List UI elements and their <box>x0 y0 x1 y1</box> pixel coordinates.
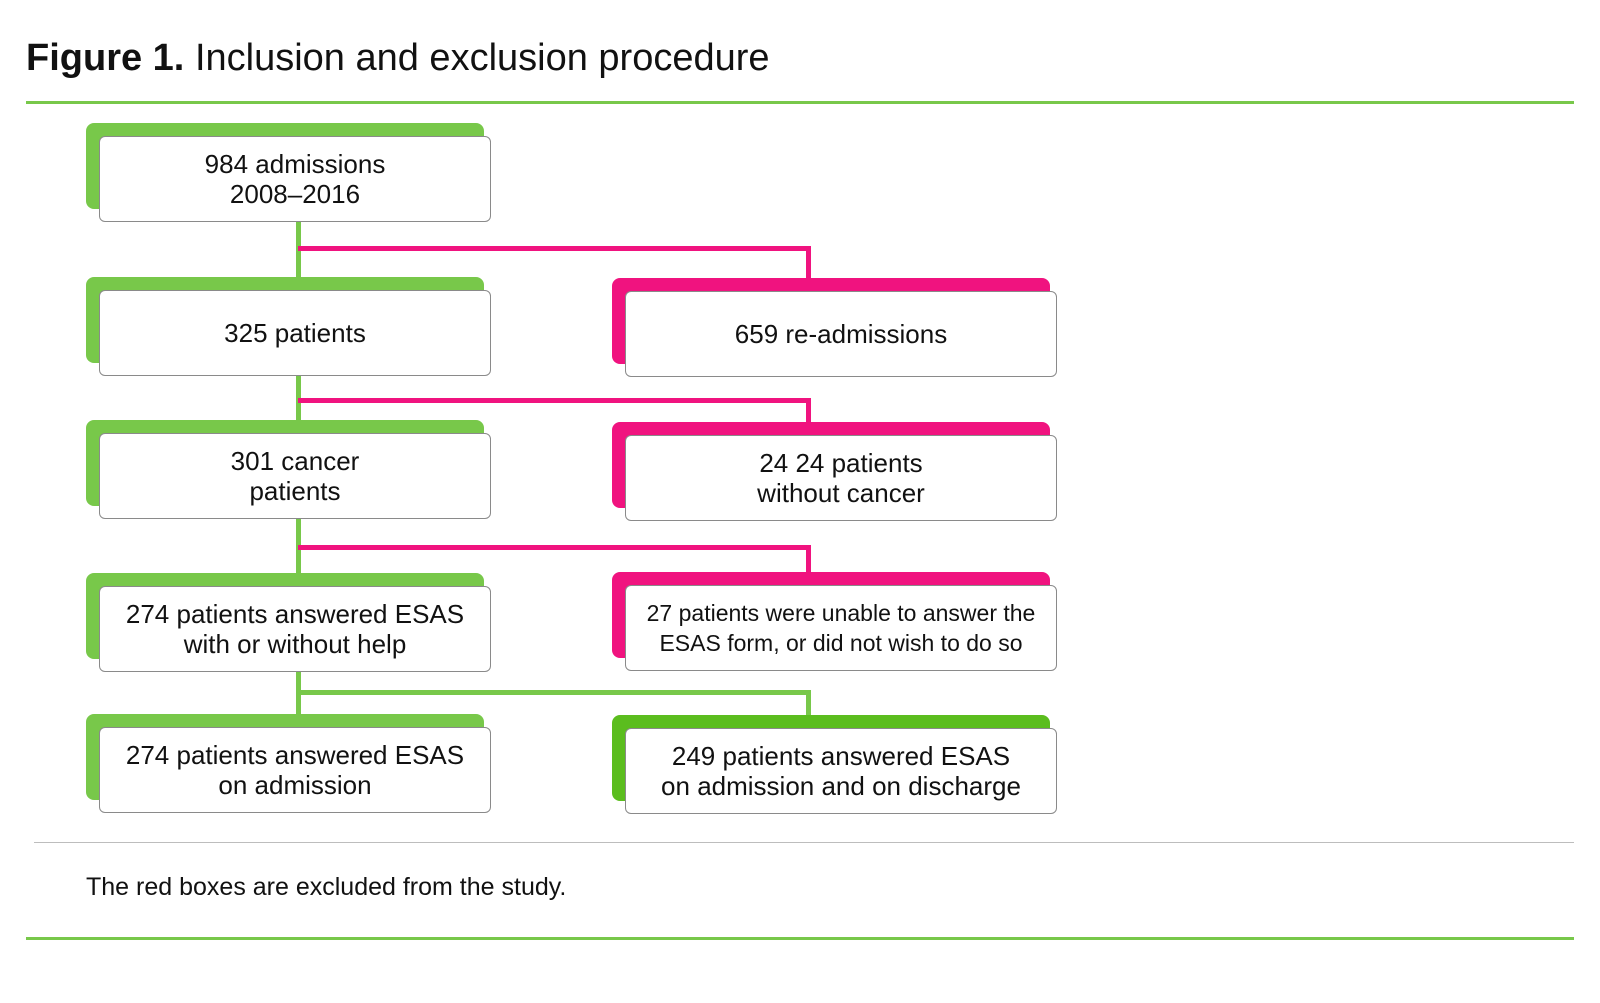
branch-readmissions-h <box>298 246 811 251</box>
box-unable-to-answer-text: 27 patients were unable to answer the ES… <box>646 600 1036 656</box>
branch-discharge-h <box>298 690 811 695</box>
branch-unable-h <box>298 545 811 550</box>
box-admissions-text: 984 admissions 2008–2016 <box>204 149 386 209</box>
box-answered-admission-text: 274 patients answered ESAS on admission <box>125 740 465 800</box>
figure-title-text: Inclusion and exclusion procedure <box>194 37 770 79</box>
connector-1 <box>296 222 301 280</box>
box-patients-text: 325 patients <box>224 318 366 348</box>
box-without-cancer-text: 24 24 patients without cancer <box>757 448 925 508</box>
footnote-divider <box>34 842 1574 843</box>
box-readmissions-text: 659 re-admissions <box>734 319 948 349</box>
box-answered-esas-text: 274 patients answered ESAS with or witho… <box>125 599 465 659</box>
branch-no-cancer-v <box>806 398 811 426</box>
bottom-rule <box>26 937 1574 940</box>
connector-4 <box>296 670 301 720</box>
box-admission-and-discharge-text: 249 patients answered ESAS on admission … <box>661 741 1021 801</box>
branch-readmissions-v <box>806 246 811 282</box>
box-cancer-patients-text: 301 cancer patients <box>230 446 360 506</box>
branch-no-cancer-h <box>298 398 811 403</box>
branch-unable-v <box>806 545 811 575</box>
top-rule <box>26 101 1574 104</box>
branch-discharge-v <box>806 690 811 720</box>
figure-title: Figure 1. Inclusion and exclusion proced… <box>26 36 770 80</box>
figure-label: Figure 1. <box>26 37 185 79</box>
footnote: The red boxes are excluded from the stud… <box>86 873 567 901</box>
